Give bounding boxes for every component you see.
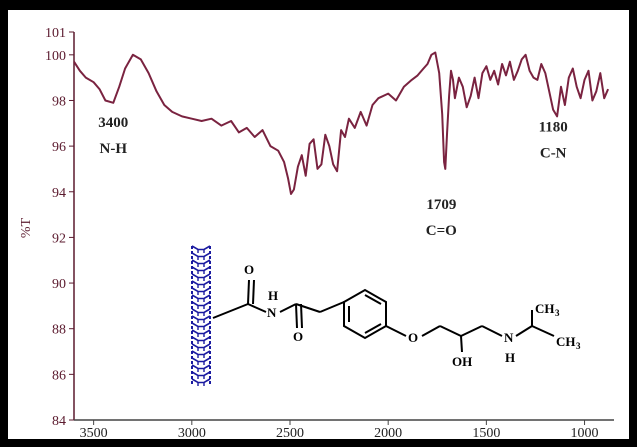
amide-nitrogen: N <box>267 305 277 320</box>
ether-oxygen: O <box>408 330 418 345</box>
methyl-bottom-subscript: 3 <box>576 341 581 351</box>
y-tick-label: 88 <box>52 323 66 338</box>
y-tick-label: 90 <box>52 277 66 292</box>
molecule-structure: O H N O O OH N H CH 3 CH 3 <box>191 245 581 386</box>
x-tick-label: 1000 <box>571 426 599 439</box>
y-tick-label: 101 <box>45 26 66 41</box>
peak-bond-label: C-N <box>540 146 567 162</box>
x-tick-label: 2000 <box>374 426 402 439</box>
x-tick-label: 1500 <box>472 426 500 439</box>
y-tick-label: 92 <box>52 231 66 246</box>
y-tick-label: 94 <box>52 186 66 201</box>
carbonyl-oxygen-1: O <box>244 262 254 277</box>
x-tick-label: 3000 <box>178 426 206 439</box>
y-tick-label: 98 <box>52 94 66 109</box>
molecule-bonds <box>212 279 555 353</box>
spectrum-line <box>73 51 610 195</box>
x-tick-label: 2500 <box>276 426 304 439</box>
y-ticks: 84 86 88 90 92 94 96 98 100 101 <box>45 26 74 429</box>
y-axis-label: %T <box>19 217 34 238</box>
carbonyl-oxygen-2: O <box>293 329 303 344</box>
amine-hydrogen: H <box>505 350 515 365</box>
y-tick-label: 86 <box>52 368 66 383</box>
x-ticks: 3500 3000 2500 2000 1500 1000 <box>80 420 599 439</box>
peak-wavenumber-label: 3400 <box>98 115 128 131</box>
spectrum-figure: 84 86 88 90 92 94 96 98 100 101 3500 3000 2500 2000 1… <box>8 10 629 439</box>
peak-wavenumber-label: 1709 <box>426 197 456 213</box>
amine-nitrogen: N <box>504 330 514 345</box>
y-tick-label: 96 <box>52 140 66 155</box>
methyl-bottom: CH <box>556 334 576 349</box>
y-tick-label: 100 <box>45 49 66 64</box>
peak-wavenumber-label: 1180 <box>539 120 568 136</box>
peak-bond-label: N-H <box>100 141 128 157</box>
plot-area <box>73 51 610 195</box>
ir-spectrum-chart: 84 86 88 90 92 94 96 98 100 101 3500 3000 2500 2000 1… <box>19 26 614 439</box>
hydroxyl-group: OH <box>452 354 472 369</box>
x-tick-label: 3500 <box>80 426 108 439</box>
methyl-top: CH <box>535 301 555 316</box>
peak-bond-label: C=O <box>426 223 457 239</box>
y-tick-label: 84 <box>52 414 66 429</box>
carbon-nanotube <box>191 245 211 386</box>
axes <box>73 32 614 421</box>
methyl-top-subscript: 3 <box>555 308 560 318</box>
amide-hydrogen: H <box>268 288 278 303</box>
